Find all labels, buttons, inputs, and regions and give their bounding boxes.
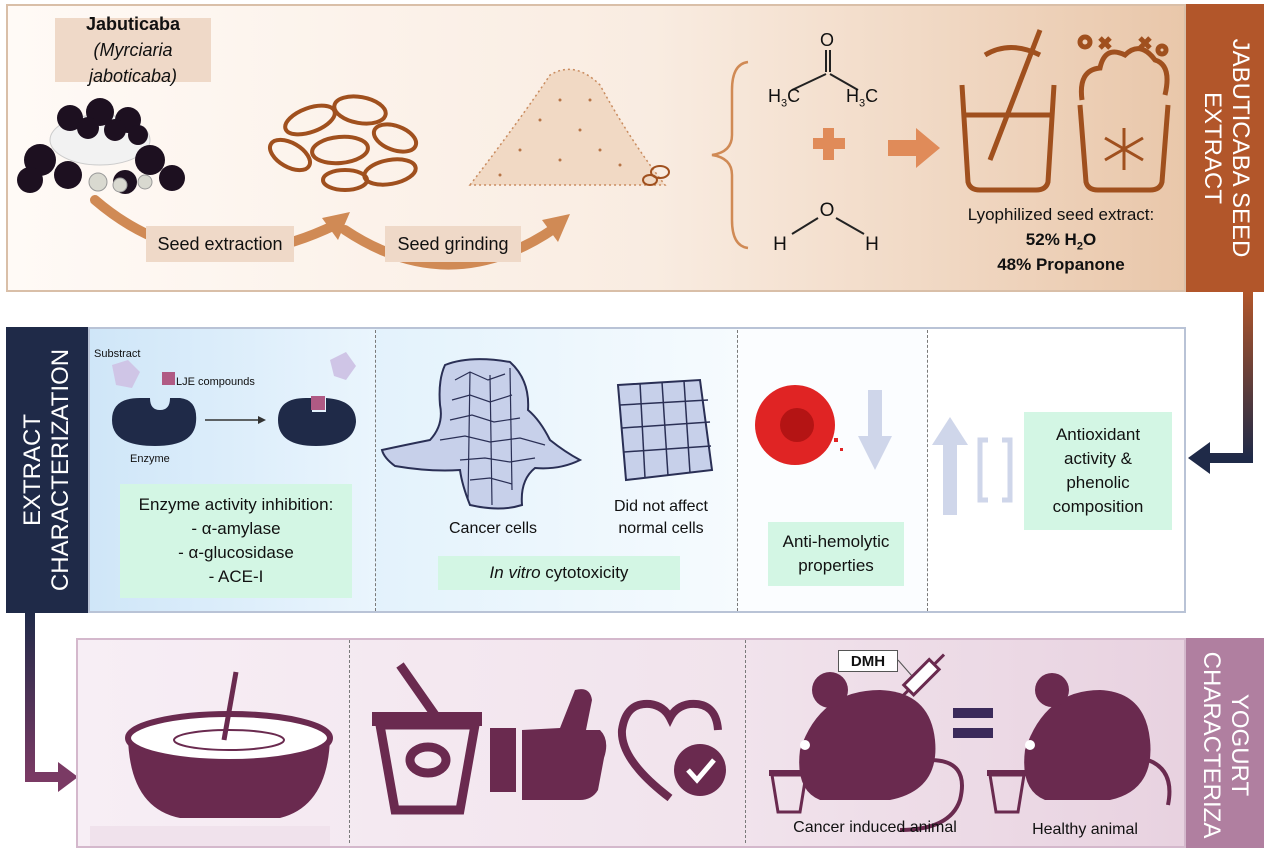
- fruit-label: Jabuticaba (Myrciaria jaboticaba): [55, 14, 211, 86]
- water-molecule: [791, 217, 865, 235]
- cancer-cells-label: Cancer cells: [448, 520, 538, 537]
- antihemolytic-box: Anti-hemolytic properties: [768, 522, 904, 586]
- enzyme-label: Enzyme: [130, 453, 170, 465]
- yogurt-cup-icon: [372, 662, 482, 815]
- plus-icon: [813, 128, 845, 160]
- yogurt-band: [1186, 638, 1264, 848]
- freeze-dryer-icon: [1077, 34, 1171, 193]
- healthy-mouse-icon: [1024, 673, 1172, 806]
- increase-icon: [932, 417, 1013, 515]
- powder-pile-icon: [468, 68, 670, 186]
- divider: [375, 330, 376, 611]
- acetone-right-methyl: H3C: [845, 86, 879, 110]
- equals-icon: [953, 708, 993, 738]
- acetone-molecule: [791, 50, 859, 91]
- heart-check-icon: [617, 699, 726, 802]
- compounds-label: LJE compounds: [176, 376, 255, 388]
- divider: [737, 330, 738, 611]
- water-oxygen: O: [819, 200, 835, 221]
- enzyme-inhibition-box: Enzyme activity inhibition: - α-amylase …: [120, 484, 352, 598]
- connector-arrow-2: [25, 613, 78, 792]
- water-hydrogen-2: H: [865, 234, 879, 255]
- characterization-band: [6, 327, 88, 613]
- substract-label: Substract: [94, 348, 141, 360]
- thumbs-up-icon: [490, 689, 607, 800]
- step-seed-grinding: Seed grinding: [385, 226, 521, 262]
- yogurt-bowl-icon: [125, 671, 333, 818]
- normal-cells-icon: [616, 378, 714, 482]
- divider: [349, 640, 350, 843]
- acetone-left-methyl: H3C: [767, 86, 801, 110]
- dmh-label: DMH: [838, 650, 898, 672]
- antioxidant-box: Antioxidant activity & phenolic composit…: [1024, 412, 1172, 530]
- normal-cells-label: Did not affect normal cells: [614, 498, 708, 537]
- acetone-oxygen: O: [819, 30, 834, 50]
- water-hydrogen-1: H: [773, 234, 787, 255]
- enzyme-reaction-icon: [112, 352, 356, 446]
- arrow-right-icon: [888, 128, 940, 168]
- cancer-cells-icon: [380, 358, 583, 510]
- result-propanone: 48% Propanone: [997, 255, 1125, 274]
- yogurt-label-box: [90, 826, 330, 846]
- result-water: 52% H2O: [1025, 230, 1097, 253]
- fruit-bowl-icon: [17, 98, 185, 194]
- divider: [927, 330, 928, 611]
- connector-arrow-1: [1188, 292, 1253, 474]
- small-yogurt-icon: [769, 770, 1027, 814]
- step-seed-extraction: Seed extraction: [146, 226, 294, 262]
- cancer-animal-label: Cancer induced animal: [793, 819, 957, 836]
- healthy-animal-label: Healthy animal: [1032, 821, 1138, 838]
- stirring-beaker-icon: [959, 29, 1057, 193]
- cytotoxicity-box: In vitro cytotoxicity: [438, 556, 680, 590]
- extract-band: [1186, 4, 1264, 292]
- brace-icon: [711, 60, 749, 250]
- seeds-icon: [268, 94, 419, 192]
- result-title: Lyophilized seed extract:: [967, 205, 1155, 224]
- red-blood-cell-icon: [755, 385, 892, 470]
- divider: [745, 640, 746, 843]
- cancer-mouse-icon: [799, 672, 964, 832]
